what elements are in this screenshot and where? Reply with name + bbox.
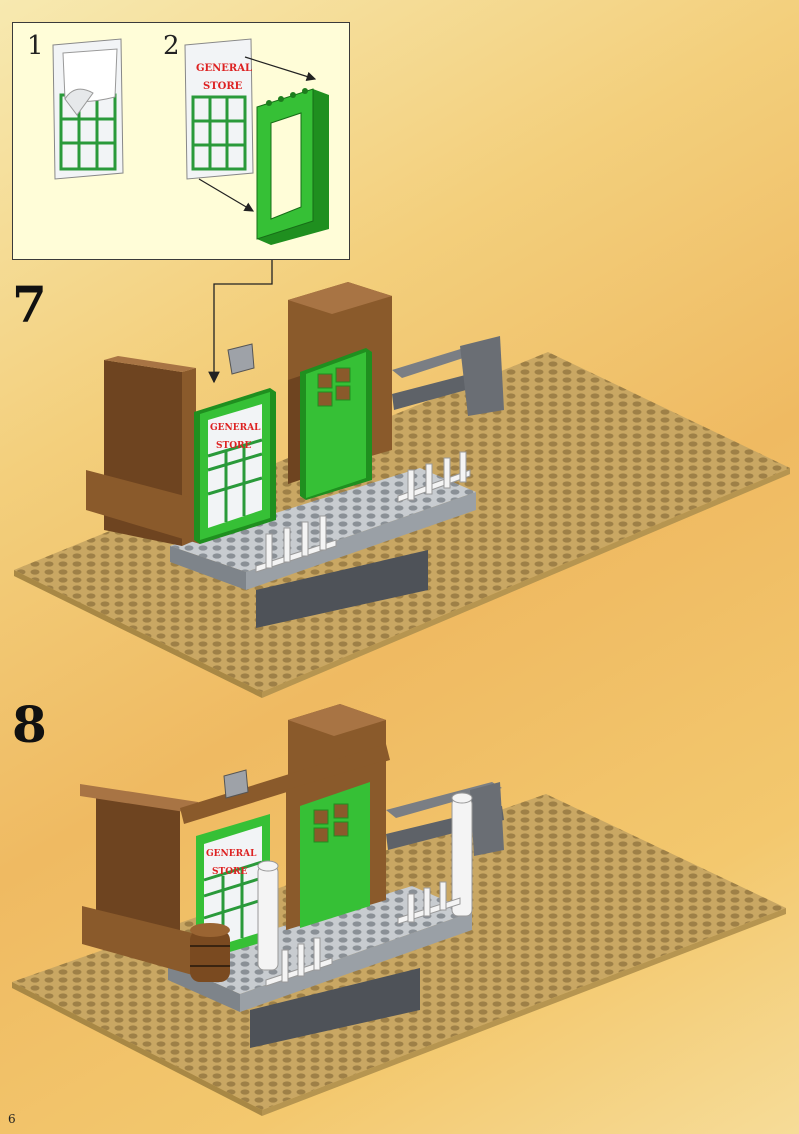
step-number-7: 7 [12,275,47,334]
window-pane-2: GENERAL STORE [184,38,254,180]
sub-step-2-number: 2 [163,31,180,61]
railings-step-7 [255,451,471,573]
back-wall-step-7 [86,356,200,546]
sign-line2-step-8: STORE [212,867,248,877]
shovel-step-8 [223,769,249,799]
sub-step-1-number: 1 [27,31,44,61]
sign-line1-step-8: GENERAL [206,849,257,859]
shovel-step-7 [227,343,255,375]
inset-sign-line1: GENERAL [196,63,252,74]
railings-step-8 [265,881,461,987]
inset-panel: 1 2 GENERAL STORE [12,22,350,260]
fence-step-7 [392,336,504,416]
sign-line2-step-7: STORE [216,441,252,451]
back-wall-step-8 [80,784,198,976]
sign-line1-step-7: GENERAL [210,423,261,433]
barrel-step-8 [190,923,230,982]
window-pane-1 [52,38,124,180]
green-window-frame [256,88,329,245]
step-number-8: 8 [12,695,47,754]
fence-step-8 [386,782,504,856]
page-number: 6 [8,1112,16,1126]
white-posts-step-8 [257,792,473,971]
inset-illustration: GENERAL STORE [52,38,329,245]
inset-sign-line2: STORE [203,81,243,92]
window-step-7: GENERAL STORE [194,388,276,544]
door-step-7 [300,348,372,500]
door-step-8 [300,782,370,928]
